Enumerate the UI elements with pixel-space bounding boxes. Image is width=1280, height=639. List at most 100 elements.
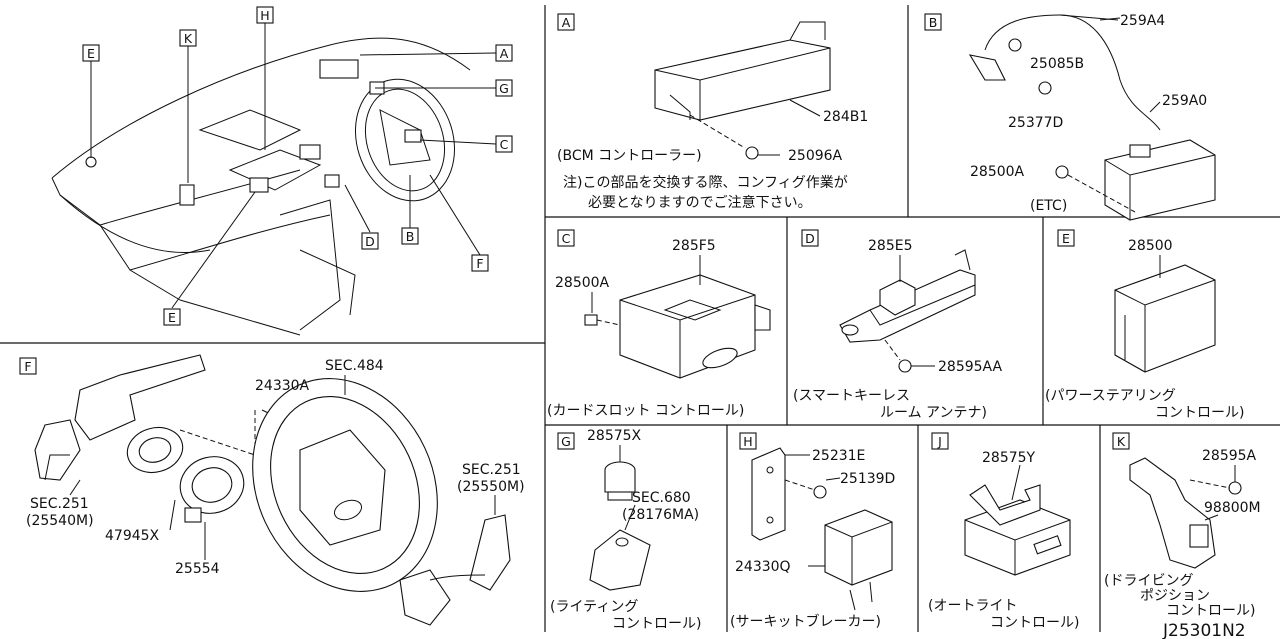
panel-K-caption-2: ポジション (1140, 588, 1210, 604)
svg-text:K: K (1117, 434, 1126, 449)
panel-C-letter (557, 229, 575, 247)
panel-D: D 285E5 28595AA (スマートキーレス ルーム アンテナ) (793, 229, 1003, 421)
part-25377D: 25377D (1008, 115, 1063, 131)
callout-J[interactable]: H (256, 6, 274, 24)
overview-dashboard: E K H A G C D B (51, 6, 513, 336)
part-25554: 25554 (175, 561, 220, 577)
part-28595A: 28595A (1202, 448, 1257, 464)
panel-E-letter (1057, 229, 1075, 247)
part-28575Y: 28575Y (982, 450, 1036, 466)
panel-B: B 259A4 25085B 25377D 259A0 28500A (ETC) (924, 13, 1216, 221)
part-259A0: 259A0 (1162, 93, 1207, 109)
panel-frames (0, 5, 1280, 632)
part-25085B: 25085B (1030, 56, 1084, 72)
panel-F: F SEC.484 24330A SEC.251 (25540M) (19, 354, 525, 626)
svg-text:E: E (168, 310, 176, 325)
svg-text:E: E (1062, 231, 1070, 246)
part-259A4: 259A4 (1120, 13, 1165, 29)
panel-A: A 284B1 25096A (BCM コントローラー) 注)この部品を交換する… (557, 13, 868, 211)
panel-J-letter (931, 432, 949, 450)
part-28595AA: 28595AA (938, 359, 1003, 375)
part-28500: 28500 (1128, 238, 1173, 254)
svg-text:D: D (365, 234, 375, 249)
panel-A-note-2: 必要となりますのでご注意下さい。 (588, 194, 812, 211)
panel-H-caption: (サーキットブレーカー) (730, 613, 881, 630)
callout-C[interactable]: C (495, 135, 513, 153)
part-SEC680: SEC.680 (632, 490, 691, 506)
svg-text:B: B (406, 229, 415, 244)
panel-G: G 28575X SEC.680 (28176MA) (ライティング コントロー… (550, 428, 701, 632)
svg-text:C: C (500, 137, 509, 152)
panel-D-letter (801, 229, 819, 247)
part-24330Q: 24330Q (735, 559, 791, 575)
svg-text:F: F (476, 256, 483, 271)
part-98800M: 98800M (1204, 500, 1261, 516)
svg-text:D: D (805, 231, 815, 246)
panel-B-letter (924, 13, 942, 31)
svg-text:J: J (937, 434, 942, 449)
diagram-id: J25301N2 (1162, 621, 1246, 639)
callout-D[interactable]: D (361, 232, 379, 250)
panel-K-caption-1: (ドライビング (1104, 573, 1193, 589)
panel-F-letter (19, 357, 37, 375)
callout-G[interactable]: E (82, 44, 100, 62)
part-25540M: (25540M) (26, 513, 94, 529)
part-285E5: 285E5 (868, 238, 912, 254)
panel-J-caption-2: コントロール) (990, 615, 1079, 631)
part-SEC251-a: SEC.251 (30, 496, 89, 512)
callout-H[interactable]: G (495, 79, 513, 97)
svg-text:C: C (562, 231, 571, 246)
panel-K-letter (1112, 432, 1130, 450)
callout-E[interactable]: E (163, 308, 181, 326)
panel-G-caption-2: コントロール) (612, 616, 701, 632)
svg-text:H: H (260, 8, 269, 23)
panel-K: K 28595A 98800M (ドライビング ポジション コントロール) (1104, 432, 1261, 619)
part-28500A-etc: 28500A (970, 164, 1025, 180)
callout-A[interactable]: A (495, 44, 513, 62)
part-25139D: 25139D (840, 471, 895, 487)
callout-B[interactable]: B (401, 227, 419, 245)
svg-text:B: B (929, 15, 938, 30)
svg-text:E: E (87, 46, 95, 61)
panel-J-caption-1: (オートライト (928, 598, 1017, 614)
svg-text:A: A (562, 15, 571, 30)
panel-B-caption: (ETC) (1030, 198, 1067, 214)
panel-D-caption-1: (スマートキーレス (793, 388, 910, 404)
panel-E-caption-1: (パワーステアリング (1045, 388, 1176, 404)
panel-D-caption-2: ルーム アンテナ) (880, 405, 987, 421)
part-24330A: 24330A (255, 378, 310, 394)
part-47945X: 47945X (105, 528, 160, 544)
svg-text:G: G (561, 434, 571, 449)
panel-A-note-1: 注)この部品を交換する際、コンフィグ作業が (563, 174, 848, 191)
panel-C: C 285F5 28500A (カードスロット コントロール) (547, 229, 771, 419)
svg-text:A: A (500, 46, 509, 61)
panel-A-letter (557, 13, 575, 31)
part-25096A: 25096A (788, 148, 843, 164)
svg-text:G: G (499, 81, 509, 96)
panel-K-caption-3: コントロール) (1166, 603, 1255, 619)
panel-J: J 28575Y (オートライト コントロール) (928, 432, 1079, 631)
part-28176MA: (28176MA) (622, 507, 699, 523)
part-25550M: (25550M) (457, 479, 525, 495)
part-285F5: 285F5 (672, 238, 716, 254)
part-284B1: 284B1 (823, 109, 868, 125)
svg-text:K: K (184, 31, 193, 46)
part-28575X: 28575X (587, 428, 642, 444)
panel-A-caption: (BCM コントローラー) (557, 148, 702, 164)
svg-text:F: F (24, 359, 31, 374)
callout-F[interactable]: F (471, 254, 489, 272)
callout-K[interactable]: K (179, 29, 197, 47)
panel-H: H 25231E 25139D 24330Q (サーキットブレーカー) (730, 432, 895, 630)
panel-G-letter (557, 432, 575, 450)
part-25231E: 25231E (812, 448, 865, 464)
panel-C-caption: (カードスロット コントロール) (547, 403, 744, 419)
panel-E-caption-2: コントロール) (1155, 405, 1244, 421)
panel-G-caption-1: (ライティング (550, 599, 638, 615)
part-SEC484: SEC.484 (325, 358, 384, 374)
part-SEC251-b: SEC.251 (462, 462, 521, 478)
panel-E: E 28500 (パワーステアリング コントロール) (1045, 229, 1244, 421)
svg-text:H: H (743, 434, 752, 449)
part-28500A-card: 28500A (555, 275, 610, 291)
